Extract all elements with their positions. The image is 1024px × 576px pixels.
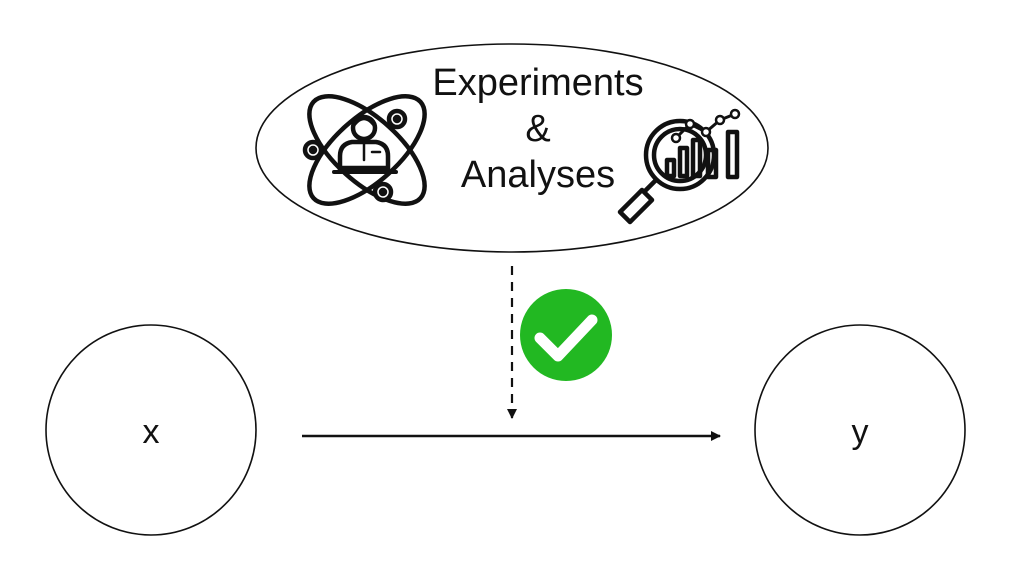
ellipse-line-ampersand: & bbox=[525, 108, 550, 150]
node-y-label: y bbox=[852, 413, 869, 451]
magnifier-chart-icon bbox=[617, 108, 741, 225]
node-x: x bbox=[45, 324, 257, 536]
check-circle-icon bbox=[520, 289, 612, 381]
ellipse-line-analyses: Analyses bbox=[461, 154, 615, 196]
experiments-analyses-node: Experiments & Analyses bbox=[255, 43, 769, 253]
node-y: y bbox=[754, 324, 966, 536]
node-x-label: x bbox=[143, 413, 160, 451]
ellipse-line-experiments: Experiments bbox=[432, 62, 643, 104]
scientist-atom-icon bbox=[302, 94, 427, 206]
